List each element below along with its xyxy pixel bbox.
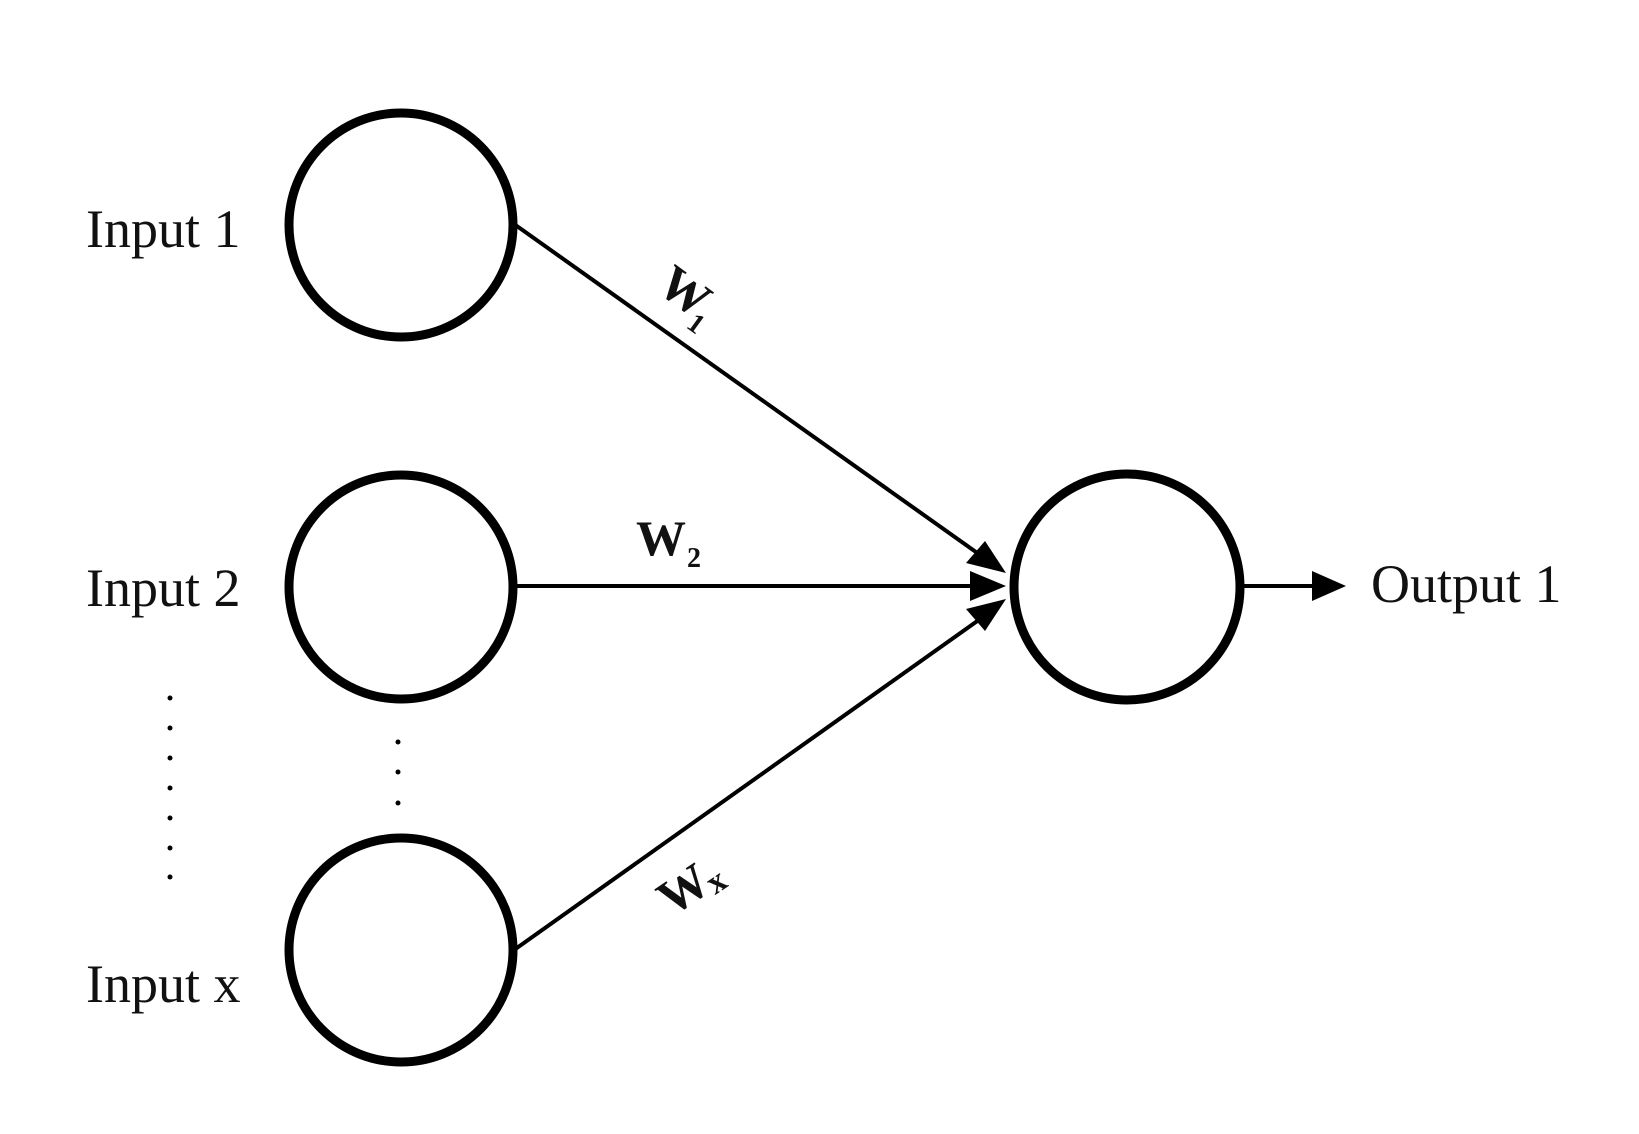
input-label-2: Input 2 [86, 558, 241, 618]
arrowhead-x [966, 599, 1006, 631]
input-node-2 [284, 470, 518, 704]
ellipsis-dot [167, 815, 173, 821]
ellipsis-dot [167, 785, 173, 791]
ellipsis-dots-left [167, 695, 173, 880]
arrowhead-1 [966, 541, 1006, 573]
input-node-x [284, 833, 518, 1067]
arrowhead-2 [970, 571, 1006, 601]
ellipsis-dot [395, 800, 401, 806]
ellipsis-dot [167, 755, 173, 761]
weight-label-2-main: W [636, 510, 686, 566]
weight-label-1-main: W [649, 254, 722, 329]
output-arrowhead [1312, 571, 1346, 601]
ellipsis-dot [167, 874, 173, 880]
input-label-1: Input 1 [86, 199, 241, 259]
output-label: Output 1 [1371, 554, 1562, 614]
edge-input-x-to-output [512, 610, 992, 952]
edge-input-1-to-output [512, 222, 992, 564]
weight-label-2-sub: 2 [687, 543, 701, 574]
input-node-1 [284, 108, 518, 342]
weight-label-x-main: W [647, 852, 720, 926]
weight-label-x: W x [647, 852, 734, 926]
ellipsis-dot [167, 845, 173, 851]
output-node [1009, 469, 1245, 705]
ellipsis-dot [167, 695, 173, 701]
input-label-x: Input x [86, 954, 241, 1014]
weight-label-2: W 2 [636, 510, 701, 574]
ellipsis-dot [395, 739, 401, 745]
ellipsis-dot [395, 769, 401, 775]
ellipsis-dot [167, 725, 173, 731]
ellipsis-dots-center [395, 739, 401, 806]
